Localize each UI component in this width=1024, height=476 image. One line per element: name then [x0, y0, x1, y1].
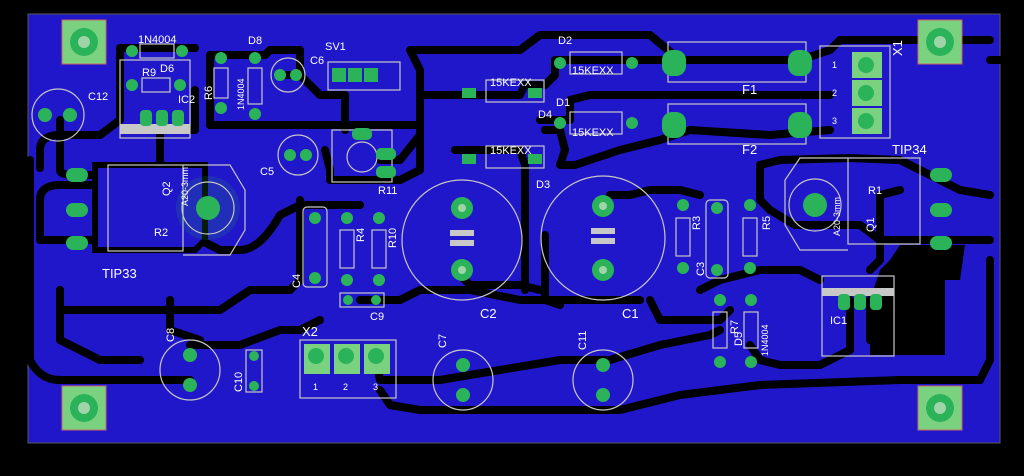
diode-d1 [462, 79, 545, 103]
label-d5: D5 [733, 332, 745, 346]
label-x1-pin2: 2 [832, 88, 837, 98]
label-c2: C2 [480, 306, 497, 321]
label-r6: R6 [203, 86, 215, 100]
capacitor-c10 [245, 349, 263, 393]
label-15kexx-d3: 15KEXX [490, 145, 532, 157]
label-r4: R4 [355, 228, 367, 242]
label-d4: D4 [538, 109, 552, 121]
label-c10: C10 [233, 372, 245, 392]
label-c11: C11 [577, 331, 589, 350]
header-sv1 [327, 61, 401, 91]
resistor-r9 [126, 77, 186, 93]
capacitor-c11 [572, 349, 634, 411]
capacitor-c4 [302, 206, 328, 288]
label-q1: Q1 [865, 217, 877, 232]
label-c1: C1 [622, 306, 639, 321]
capacitor-c5 [277, 134, 319, 176]
diode-d8 [247, 52, 263, 120]
label-15kexx-d2: 15KEXX [572, 65, 614, 77]
capacitor-c1 [540, 175, 666, 301]
mount-hole-bl [61, 385, 107, 431]
resistor-r10 [371, 212, 387, 286]
label-sv1: SV1 [325, 41, 346, 53]
capacitor-c7 [432, 349, 494, 411]
label-r9: R9 [142, 67, 156, 79]
label-15kexx-d1: 15KEXX [490, 77, 532, 89]
capacitor-c6 [270, 57, 306, 93]
label-r11: R11 [378, 185, 397, 197]
label-d8: D8 [248, 35, 262, 47]
label-1n4004-top: 1N4004 [138, 34, 177, 46]
label-r1: R1 [868, 185, 882, 197]
label-c8: C8 [165, 328, 177, 342]
label-x1: X1 [890, 40, 905, 56]
capacitor-c8 [159, 339, 221, 401]
resistor-r7 [712, 294, 728, 368]
label-1n4004-d5: 1N4004 [760, 324, 770, 356]
label-c3: C3 [695, 262, 707, 276]
label-d3: D3 [536, 179, 550, 191]
connector-x2 [299, 339, 397, 399]
label-r3: R3 [691, 216, 703, 230]
label-d2: D2 [558, 35, 572, 47]
label-d6: D6 [160, 63, 174, 75]
diode-d2 [554, 51, 638, 75]
mount-hole-tr [917, 19, 963, 65]
regulator-ic2 [119, 59, 191, 139]
label-heatsink-left: A20-3mm [180, 167, 190, 206]
label-c12: C12 [88, 91, 108, 103]
label-q2: Q2 [161, 181, 173, 196]
label-x1-pin1: 1 [832, 60, 837, 70]
capacitor-c12 [31, 88, 85, 142]
transistor-q2 [66, 164, 246, 256]
transistor-q1 [784, 157, 952, 251]
resistor-r4 [339, 212, 355, 286]
label-c5: C5 [260, 166, 274, 178]
label-r5: R5 [761, 216, 773, 230]
label-r2: R2 [154, 227, 168, 239]
label-c6: C6 [310, 55, 324, 67]
label-15kexx-d4: 15KEXX [572, 127, 614, 139]
mount-hole-tl [61, 19, 107, 65]
label-r7: R7 [729, 320, 741, 334]
trimmer-r11 [331, 128, 396, 183]
label-x2-pin2: 2 [343, 382, 348, 392]
label-c4: C4 [291, 274, 303, 288]
label-1n4004-d8: 1N4004 [236, 78, 246, 110]
diode-d3 [462, 145, 545, 169]
diode-d5 [743, 294, 759, 368]
mount-hole-br [917, 385, 963, 431]
label-x2-pin3: 3 [373, 382, 378, 392]
resistor-r5 [742, 199, 758, 274]
label-x1-pin3: 3 [832, 116, 837, 126]
label-ic1: IC1 [830, 315, 847, 327]
label-f1: F1 [742, 82, 757, 97]
label-tip33: TIP33 [102, 266, 137, 281]
capacitor-c2 [401, 179, 523, 301]
label-c7: C7 [437, 334, 449, 348]
capacitor-c9 [339, 292, 385, 308]
label-f2: F2 [742, 142, 757, 157]
label-heatsink-right: A20-3mm [832, 197, 842, 236]
label-x2-pin1: 1 [313, 382, 318, 392]
label-x2: X2 [302, 324, 318, 339]
label-c9: C9 [370, 311, 384, 323]
resistor-r3 [675, 199, 691, 274]
resistor-r6 [213, 52, 229, 114]
regulator-ic1 [821, 275, 895, 357]
fuse-f1 [662, 41, 812, 83]
capacitor-c3 [705, 199, 729, 279]
fuse-f2 [662, 103, 812, 145]
diode-d6 [126, 43, 188, 59]
connector-x1 [819, 45, 891, 139]
diode-d4 [554, 111, 638, 135]
traces [26, 31, 1004, 414]
label-d1: D1 [556, 97, 570, 109]
label-r10: R10 [387, 228, 399, 248]
label-ic2: IC2 [178, 94, 195, 106]
label-tip34: TIP34 [892, 142, 927, 157]
